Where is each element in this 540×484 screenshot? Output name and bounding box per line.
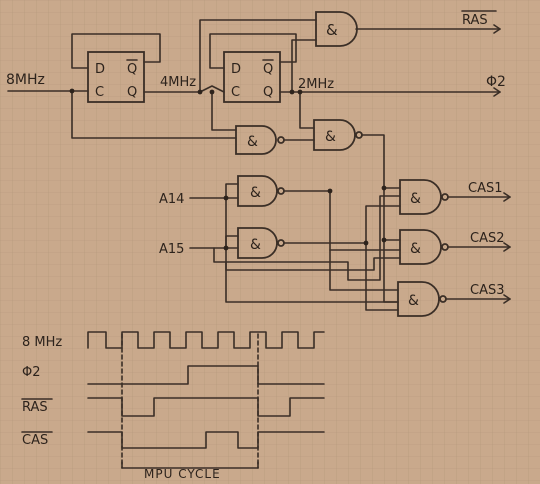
ff1-c-label: C [95,85,104,100]
ff1-qbar-label: Q [127,62,137,77]
timing-label-cas: CAS [22,433,48,448]
wiring [7,19,511,311]
output-arrows [493,24,511,304]
svg-text:&: & [410,191,421,207]
ff2-d-label: D [231,62,241,77]
svg-text:&: & [410,241,421,257]
output-phi2-label: Φ2 [486,74,506,90]
svg-text:&: & [247,134,258,150]
ff2-q-label: Q [263,85,273,100]
svg-text:&: & [326,21,338,39]
timing-label-ras: RAS [22,400,48,415]
output-cas3-label: CAS3 [470,283,505,298]
output-ras-label: RAS [462,13,488,28]
svg-text:&: & [325,129,336,145]
label-2mhz: 2MHz [298,77,334,92]
wave-8mhz [87,331,325,349]
ff1-d-label: D [95,62,105,77]
flipflop-1: D C Q Q [87,51,145,103]
gate-ras: & [315,11,358,47]
timing-diagram: 8 MHz Φ2 RAS CAS MPU CYCLE [21,331,325,481]
timing-label-8mhz: 8 MHz [22,335,62,350]
mpu-cycle-label: MPU CYCLE [144,467,221,481]
input-a14-label: A14 [159,192,184,207]
svg-text:&: & [250,237,261,253]
ff2-qbar-label: Q [263,62,273,77]
input-a15-label: A15 [159,242,184,257]
svg-text:&: & [250,185,261,201]
input-8mhz-label: 8MHz [6,72,45,88]
wave-phi2 [87,365,325,385]
ff2-c-label: C [231,85,240,100]
ff1-q-label: Q [127,85,137,100]
flipflop-2: D C Q Q [223,51,281,103]
label-4mhz: 4MHz [160,75,196,90]
output-cas2-label: CAS2 [470,231,505,246]
output-cas1-label: CAS1 [468,181,503,196]
svg-text:&: & [408,293,419,309]
timing-label-phi2: Φ2 [22,365,41,380]
